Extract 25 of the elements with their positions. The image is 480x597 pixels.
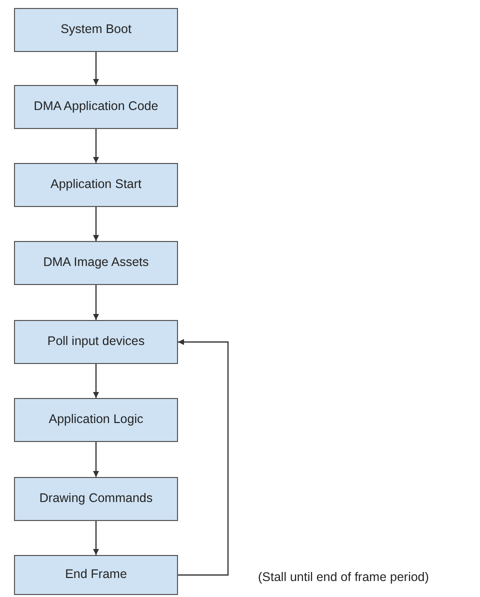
box-label: Application Logic xyxy=(48,412,144,428)
process-box xyxy=(14,398,178,442)
process-box xyxy=(14,241,178,285)
arrow xyxy=(93,285,99,320)
box-label: DMA Application Code xyxy=(34,99,158,115)
note-text: (Stall until end of frame period) xyxy=(258,570,429,584)
box-label: Application Start xyxy=(50,177,142,193)
arrow xyxy=(93,364,99,398)
process-box xyxy=(14,555,178,595)
box-label: DMA Image Assets xyxy=(43,255,149,271)
arrow xyxy=(178,339,229,576)
arrow xyxy=(93,129,99,163)
arrow xyxy=(93,442,99,477)
arrow xyxy=(93,207,99,241)
box-label: End Frame xyxy=(65,567,127,583)
process-box xyxy=(14,85,178,129)
box-label: Poll input devices xyxy=(47,334,145,350)
process-box xyxy=(14,8,178,52)
box-label: System Boot xyxy=(60,22,132,38)
arrow xyxy=(93,521,99,555)
process-box xyxy=(14,163,178,207)
process-box xyxy=(14,477,178,521)
process-box xyxy=(14,320,178,364)
box-label: Drawing Commands xyxy=(39,491,153,507)
arrow xyxy=(93,52,99,85)
